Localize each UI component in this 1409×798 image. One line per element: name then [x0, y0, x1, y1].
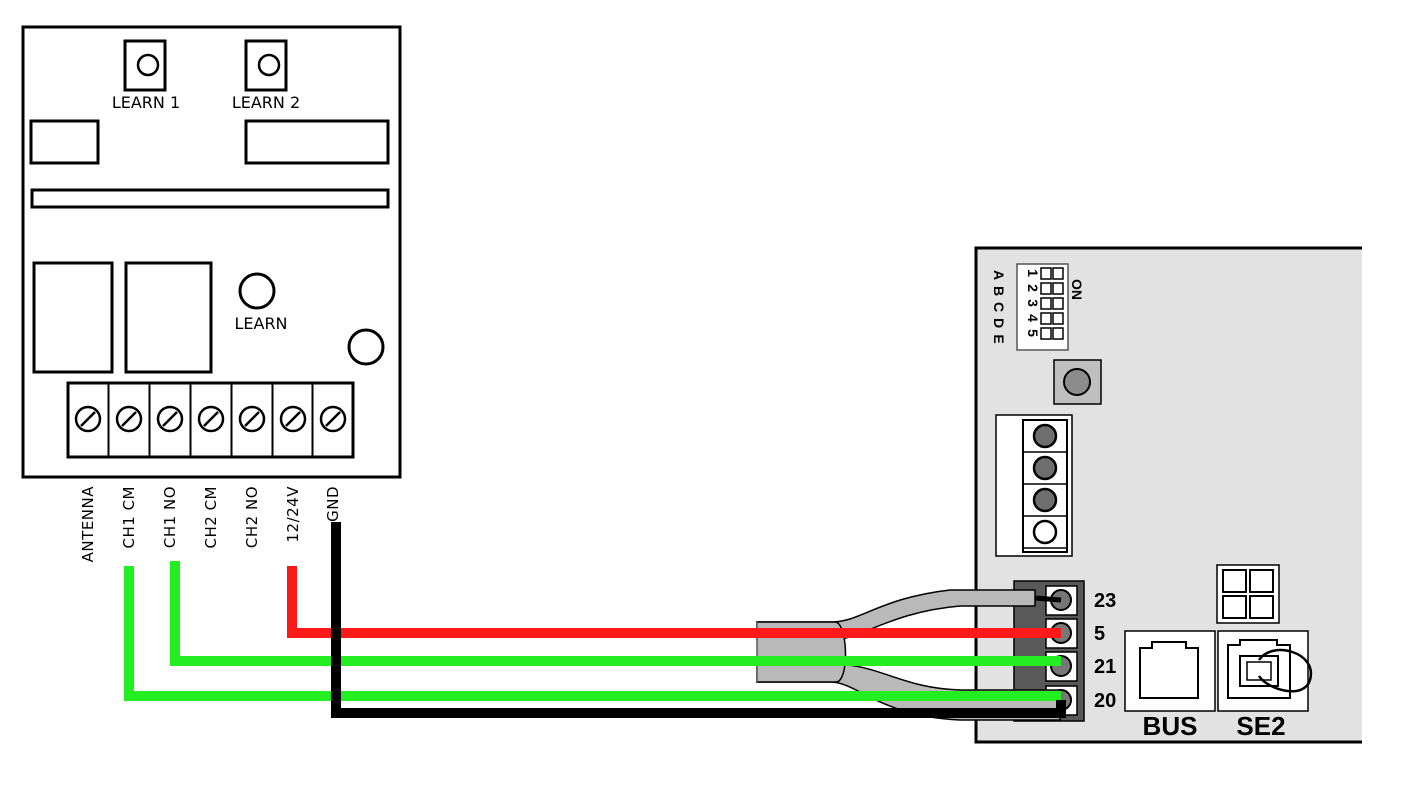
dip-toggle-off [1040, 297, 1052, 310]
bus-jack-icon [1139, 641, 1199, 699]
dip-number: 1 [1025, 269, 1041, 277]
terminal-label-ch1-cm: CH1 CM [120, 486, 138, 548]
se2-label: SE2 [1236, 711, 1285, 741]
terminal-label-gnd: GND [324, 486, 342, 522]
wires [124, 522, 1066, 718]
receiver-terminal-labels: ANTENNA CH1 CM CH1 NO CH2 CM CH2 NO 12/24V GND [79, 486, 342, 563]
screw-slot [285, 411, 301, 427]
learn-button [238, 272, 276, 310]
dip-toggle-on [1052, 327, 1064, 340]
screw-slot [162, 411, 178, 427]
relay-1 [32, 261, 114, 374]
component-block-1 [29, 119, 100, 165]
dip-letter: A [991, 270, 1007, 280]
led-connector-pins [1023, 423, 1067, 549]
dip-numbers: 1 2 3 4 5 [1025, 269, 1041, 337]
dip-number: 5 [1025, 329, 1041, 337]
panel-terminal-label-20: 20 [1094, 690, 1116, 712]
se2-cable-loop [1257, 648, 1313, 693]
dip-letter: C [991, 302, 1007, 312]
relay-2 [124, 261, 213, 374]
wire-to-23 [1034, 595, 1062, 603]
terminal-label-ch2-no: CH2 NO [243, 486, 261, 548]
panel-terminal-labels: 23 5 21 20 [1094, 590, 1116, 712]
wire-gnd-to-20 [331, 522, 1066, 718]
learn2-label: LEARN 2 [232, 93, 300, 112]
dip-letter: D [991, 318, 1007, 328]
dip-number: 2 [1025, 284, 1041, 292]
tamper-button [1063, 368, 1091, 396]
jumper-pin [1222, 595, 1247, 619]
terminal-label-antenna: ANTENNA [79, 486, 97, 563]
dip-toggles [1040, 267, 1064, 340]
jumper-pin [1249, 595, 1274, 619]
dip-on-label: ON [1069, 279, 1085, 300]
led-pin [1032, 519, 1058, 545]
screw-slot [80, 411, 96, 427]
learn1-button-cap [136, 53, 160, 77]
learn2-button-cap [257, 53, 281, 77]
dip-letter: E [991, 334, 1007, 343]
led-pin [1032, 423, 1058, 449]
screw-slot [325, 411, 341, 427]
learn-label: LEARN [234, 314, 287, 333]
terminal-label-12-24v: 12/24V [284, 486, 302, 543]
learn1-label: LEARN 1 [112, 93, 180, 112]
led-pin [1032, 487, 1058, 513]
jumper-pin [1222, 569, 1247, 593]
indicator-led [347, 328, 385, 366]
receiver-module: LEARN 1 LEARN 2 LEARN ANTENNA CH1 CM CH1 N… [21, 25, 402, 563]
dip-toggle-on [1052, 297, 1064, 310]
terminal-label-ch1-no: CH1 NO [161, 486, 179, 548]
dip-toggle-on [1052, 267, 1064, 280]
screw-slot [244, 411, 260, 427]
receiver-screws [74, 383, 347, 457]
wire-ch1-no-to-21 [170, 561, 1061, 666]
led-pin [1032, 455, 1058, 481]
dip-toggle-off [1040, 282, 1052, 295]
panel-terminal-label-5: 5 [1094, 623, 1105, 645]
wire-ch1-cm-to-20 [124, 566, 1061, 701]
component-block-2 [244, 119, 390, 165]
panel-terminal-label-21: 21 [1094, 656, 1116, 678]
panel-terminal-label-23: 23 [1094, 590, 1116, 612]
component-strip [30, 188, 390, 209]
dip-letter: B [991, 286, 1007, 296]
se2-plug-inner [1246, 661, 1272, 681]
bus-label: BUS [1143, 711, 1198, 741]
wire-12-24v-to-5 [287, 566, 1061, 638]
dip-number: 3 [1025, 299, 1041, 307]
dip-number: 4 [1025, 314, 1041, 322]
terminal-label-ch2-cm: CH2 CM [202, 486, 220, 548]
screw-slot [121, 411, 137, 427]
dip-toggle-off [1040, 267, 1052, 280]
dip-toggle-on [1052, 282, 1064, 295]
screw-slot [203, 411, 219, 427]
jumper-pin [1249, 569, 1274, 593]
dip-toggle-on [1052, 312, 1064, 325]
dip-toggle-off [1040, 327, 1052, 340]
dip-toggle-off [1040, 312, 1052, 325]
